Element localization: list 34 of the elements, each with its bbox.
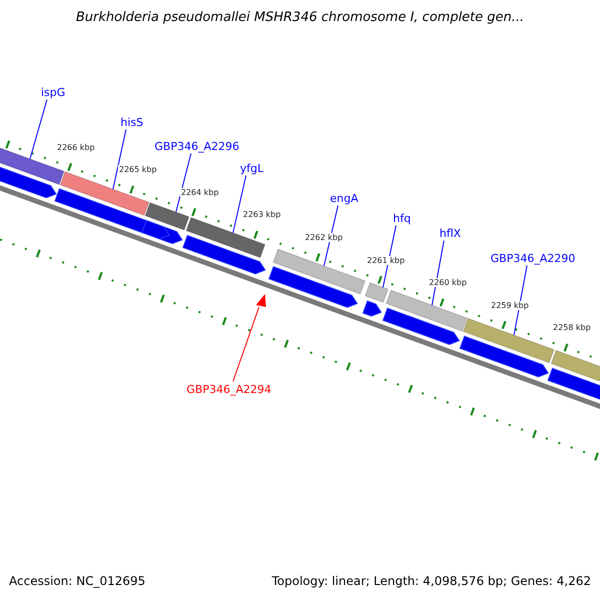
gene-label: GBP346_A2294 [186, 382, 272, 396]
scale-label: 2258 kbp [552, 323, 592, 332]
leader-line [514, 265, 528, 336]
scale-label: 2263 kbp [242, 210, 282, 220]
scale-label: 2266 kbp [56, 142, 96, 152]
title: Burkholderia pseudomallei MSHR346 chromosome I, complete gen... [74, 10, 526, 25]
scale-label: 2259 kbp [490, 300, 530, 310]
gene-label: ispG [41, 86, 66, 98]
gene-label: GBP346_A2290 [490, 252, 576, 264]
leader-line [324, 205, 338, 266]
scale-label: 2261 kbp [366, 256, 406, 265]
leader-line [176, 153, 192, 213]
gene-label: GBP346_A2296 [154, 140, 240, 152]
leader-line [232, 175, 246, 234]
marker-triangle [256, 294, 266, 307]
scale-label: 2262 kbp [304, 233, 344, 242]
scale-label: 2264 kbp [180, 188, 220, 197]
leader-line [232, 306, 260, 382]
gene-label: hfq [393, 212, 411, 224]
leader-line [112, 129, 126, 190]
leader-line [382, 225, 396, 288]
scale-label: 2260 kbp [428, 278, 468, 288]
gene-label: hisS [120, 116, 144, 128]
gene-label: yfgL [240, 162, 264, 174]
scale-label: 2265 kbp [118, 165, 158, 174]
gene-label: hflX [440, 226, 461, 240]
gene-bar [144, 202, 190, 230]
leader-line [30, 99, 48, 160]
leader-line [432, 240, 444, 306]
gene-bar [550, 350, 600, 382]
accession-text: Accession: NC_012695 [9, 574, 146, 588]
gene-bar [364, 282, 388, 303]
gene-label: engA [330, 192, 358, 204]
genome-summary: Topology: linear; Length: 4,098,576 bp; Genes: 4,262 [272, 574, 591, 588]
